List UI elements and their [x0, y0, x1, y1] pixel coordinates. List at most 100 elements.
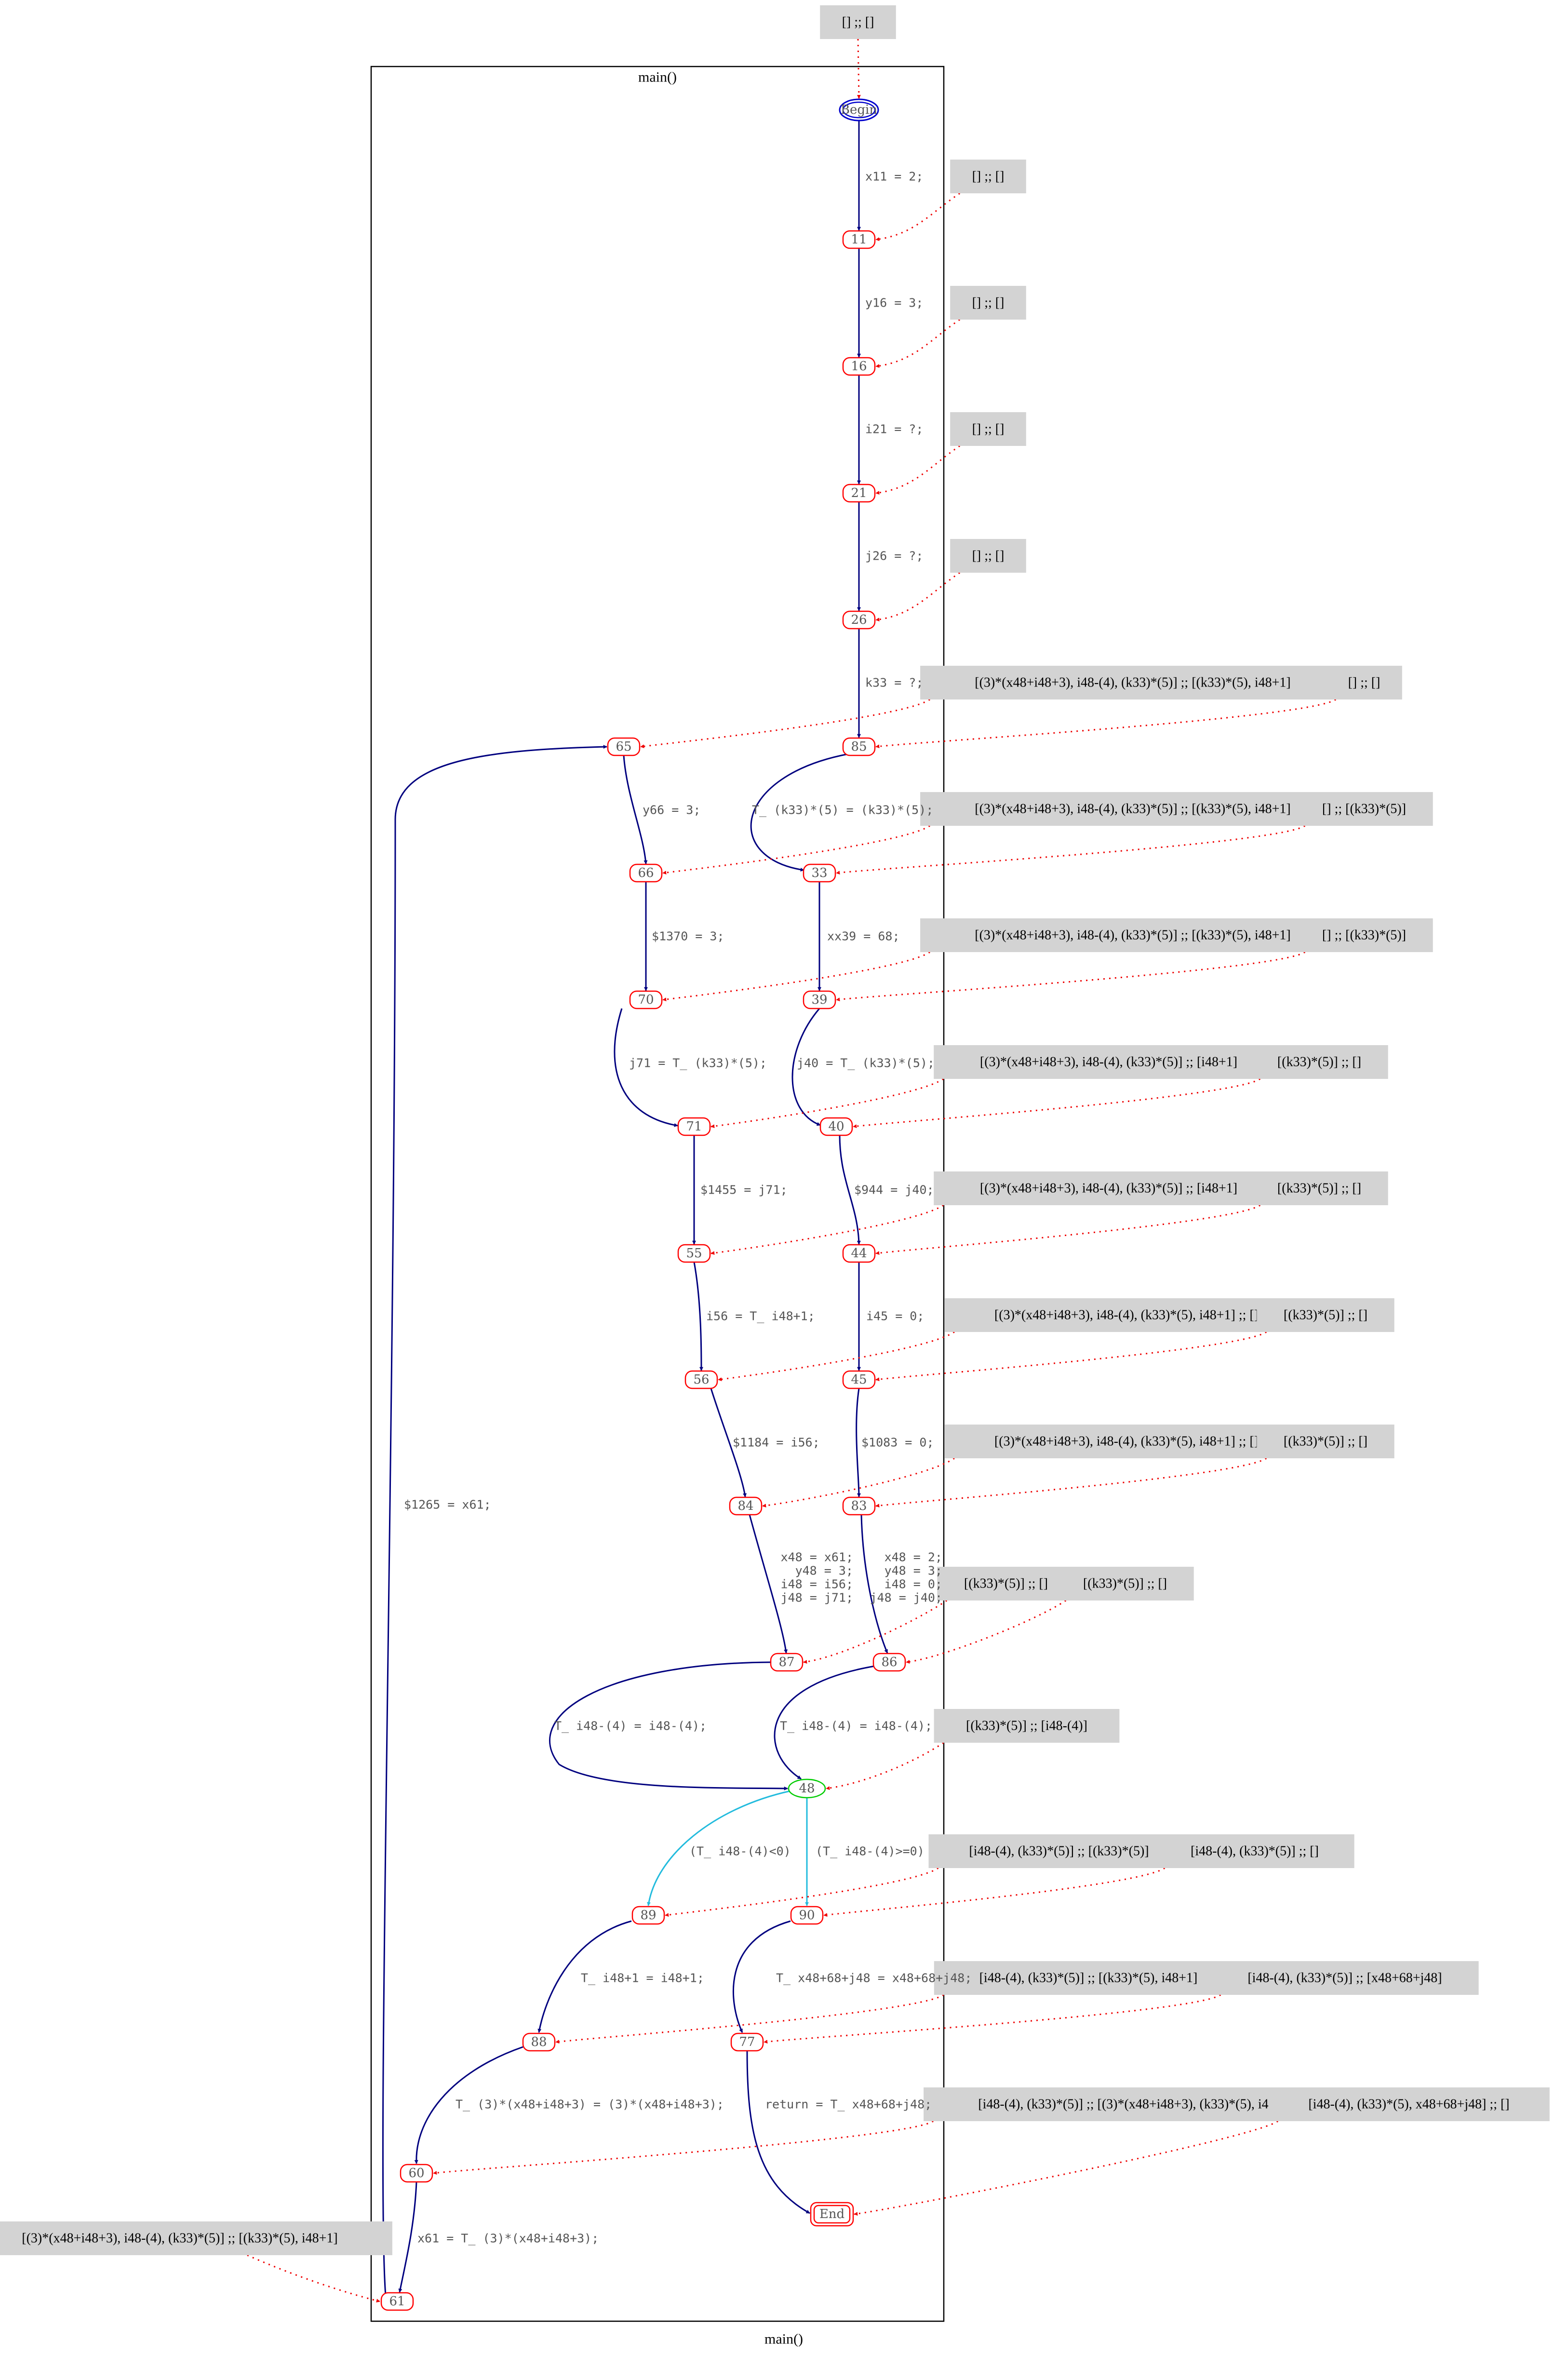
node-label-begin: Begin [841, 103, 877, 117]
annotation-text: [] ;; [(k33)*(5)] [1322, 928, 1406, 943]
edge-label-e_84_87-line-0: x48 = x61; [780, 1550, 853, 1564]
annotation-text: [(3)*(x48+i48+3), i48-(4), (k33)*(5)] ;;… [975, 802, 1290, 817]
node-n56[interactable]: 56 [684, 1370, 718, 1389]
node-n11[interactable]: 11 [842, 230, 876, 249]
annotation-connector [854, 2120, 1279, 2216]
edge-label-e_39_40: j40 = T_ (k33)*(5); [797, 1056, 935, 1070]
annotation-text: [(k33)*(5)] ;; [] [1284, 1434, 1367, 1449]
node-shape [677, 1117, 711, 1136]
edge-label-e_48_90: (T_ i48-(4)>=0) [816, 1844, 925, 1858]
annotation-text: [i48-(4), (k33)*(5)] ;; [(k33)*(5)] [969, 1844, 1149, 1859]
annotation-85: [] ;; [] [1326, 666, 1402, 699]
node-n87[interactable]: 87 [770, 1653, 804, 1672]
annotation-text: [(k33)*(5)] ;; [] [1277, 1181, 1361, 1196]
node-n83[interactable]: 83 [842, 1496, 876, 1516]
node-label-n39: 39 [811, 993, 827, 1007]
node-n60[interactable]: 60 [400, 2164, 433, 2183]
edge-87-48 [549, 1661, 788, 1790]
node-n55[interactable]: 55 [677, 1244, 711, 1263]
node-n40[interactable]: 40 [819, 1117, 853, 1136]
node-n33[interactable]: 33 [803, 863, 836, 883]
node-label-n44: 44 [851, 1246, 867, 1261]
annotation-text: [i48-(4), (k33)*(5), x48+68+j48] ;; [] [1308, 2097, 1509, 2112]
annotation-71: [(3)*(x48+i48+3), i48-(4), (k33)*(5)] ;;… [934, 1045, 1284, 1079]
node-n16[interactable]: 16 [842, 357, 876, 376]
node-n84[interactable]: 84 [729, 1496, 763, 1516]
annotation-connector [762, 1457, 955, 1508]
node-n89[interactable]: 89 [631, 1906, 665, 1925]
annotation-text: [(3)*(x48+i48+3), i48-(4), (k33)*(5)] ;;… [975, 675, 1290, 690]
edge-label-e_16_21: i21 = ?; [865, 422, 923, 436]
edge-label-e_88_60: T_ (3)*(x48+i48+3) = (3)*(x48+i48+3); [456, 2098, 724, 2112]
begin-node-inner [842, 101, 876, 119]
annotation-box [934, 1709, 1120, 1743]
annotation-box [920, 792, 1345, 826]
edge-89-88 [537, 1920, 632, 2033]
annotation-65: [(3)*(x48+i48+3), i48-(4), (k33)*(5)] ;;… [920, 666, 1345, 699]
node-n90[interactable]: 90 [790, 1906, 824, 1925]
node-n39[interactable]: 39 [803, 990, 836, 1009]
node-n77[interactable]: 77 [730, 2032, 764, 2052]
node-shape [842, 357, 876, 376]
node-n61[interactable]: 61 [380, 2292, 414, 2311]
node-label-n33: 33 [811, 866, 827, 880]
annotation-connector [857, 39, 861, 99]
cluster-title: main() [638, 69, 677, 85]
edge-label-e_66_70: $1370 = 3; [652, 929, 724, 943]
node-n26[interactable]: 26 [842, 610, 876, 630]
annotation-text: [] ;; [] [972, 422, 1005, 437]
node-shape [872, 1653, 906, 1672]
node-n21[interactable]: 21 [842, 484, 876, 503]
annotation-text: [(3)*(x48+i48+3), i48-(4), (k33)*(5)] ;;… [980, 1055, 1237, 1070]
graph-title: main() [764, 2331, 803, 2347]
annotation-box [820, 5, 896, 39]
node-begin[interactable]: Begin [839, 98, 879, 121]
annotation-text: [(k33)*(5)] ;; [] [1284, 1308, 1367, 1323]
node-n66[interactable]: 66 [629, 863, 663, 883]
edge-56-84 [710, 1388, 747, 1497]
node-label-n21: 21 [851, 486, 867, 500]
node-end[interactable]: End [810, 2202, 854, 2227]
annotation-text: [(k33)*(5)] ;; [] [964, 1576, 1048, 1591]
annotation-box [1155, 1834, 1354, 1868]
annotation-connector [875, 1331, 1267, 1382]
node-n85[interactable]: 85 [842, 737, 876, 756]
node-label-end: End [819, 2207, 844, 2221]
annotation-connector [662, 825, 930, 875]
node-shape [842, 737, 876, 756]
annotation-33: [] ;; [(k33)*(5)] [1295, 792, 1433, 826]
edge-label-e_87_48: T_ i48-(4) = i48-(4); [554, 1719, 707, 1733]
annotation-box [1211, 1961, 1479, 1995]
node-label-n77: 77 [739, 2035, 755, 2049]
edge-label-e_84_87-line-3: j48 = j71; [780, 1591, 853, 1605]
annotation-text: [] ;; [] [972, 169, 1005, 184]
node-n88[interactable]: 88 [522, 2032, 556, 2052]
node-n65[interactable]: 65 [607, 737, 641, 756]
node-n48[interactable]: 48 [788, 1778, 826, 1799]
node-n45[interactable]: 45 [842, 1370, 876, 1389]
node-label-n11: 11 [851, 232, 867, 247]
annotation-text: [] ;; [] [972, 549, 1005, 564]
annotation-90: [i48-(4), (k33)*(5)] ;; [] [1155, 1834, 1354, 1868]
end-node-inner [813, 2205, 851, 2224]
edge-label-e_70_71: j71 = T_ (k33)*(5); [629, 1056, 767, 1070]
annotation-box [1326, 666, 1402, 699]
edge-label-e_48_89: (T_ i48-(4)<0) [689, 1844, 791, 1858]
edge-label-e_89_88: T_ i48+1 = i48+1; [581, 1971, 704, 1985]
edge-label-e_40_44: $944 = j40; [854, 1183, 934, 1197]
node-label-n70: 70 [638, 993, 654, 1007]
node-label-n65: 65 [616, 740, 631, 754]
annotation-box [937, 1567, 1075, 1601]
node-n86[interactable]: 86 [872, 1653, 906, 1672]
node-n70[interactable]: 70 [629, 990, 663, 1009]
annotation-box [945, 1298, 1308, 1332]
annotation-box [920, 666, 1345, 699]
node-n44[interactable]: 44 [842, 1244, 876, 1263]
edge-83-86 [860, 1514, 888, 1654]
edge-label-e_44_45: i45 = 0; [866, 1309, 924, 1323]
annotation-56: [(3)*(x48+i48+3), i48-(4), (k33)*(5), i4… [945, 1298, 1308, 1332]
node-n71[interactable]: 71 [677, 1117, 711, 1136]
annotation-connector [764, 1994, 1221, 2044]
edge-label-e_83_86-line-0: x48 = 2; [885, 1550, 942, 1564]
end-node-outer [810, 2202, 854, 2227]
